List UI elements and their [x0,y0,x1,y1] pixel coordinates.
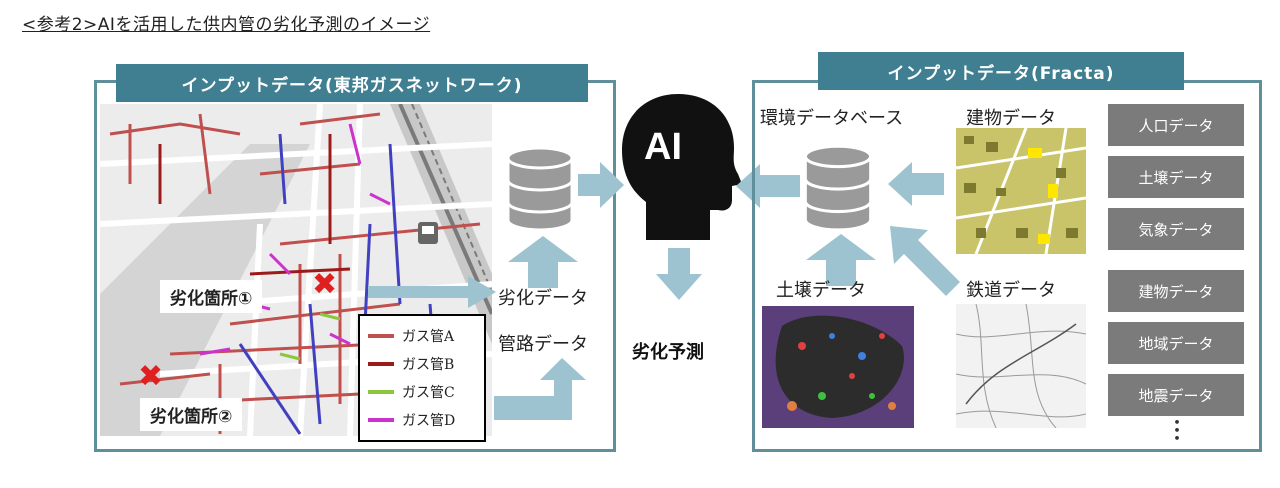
ai-label: AI [644,126,682,168]
damage-location-2-label: 劣化箇所② [140,398,243,431]
prediction-label: 劣化予測 [632,342,704,363]
legend-swatch-a [368,334,394,338]
db-to-ai-arrow-icon [578,162,624,208]
railway-data-label: 鉄道データ [966,280,1056,301]
side-item-soil: 土壌データ [1108,156,1244,198]
building-map-graphic [956,128,1086,254]
railway-map-graphic [956,304,1086,428]
damage-location-2-cross-icon: ✖ [138,359,164,394]
legend-label: ガス管D [402,413,456,429]
legend-label: ガス管C [402,385,455,401]
side-item-population: 人口データ [1108,104,1244,146]
side-item-region: 地域データ [1108,322,1244,364]
ai-head-icon [622,94,742,240]
legend-swatch-d [368,418,394,422]
soil-data-thumbnail [762,306,914,428]
legend-item: ガス管D [368,406,476,434]
ai-down-arrow-icon [656,248,702,300]
building-to-db-arrow-icon [888,162,944,206]
legend-item: ガス管A [368,322,476,350]
railway-to-db-arrow-icon [890,226,960,296]
railway-data-thumbnail [956,304,1086,428]
side-item-weather: 気象データ [1108,208,1244,250]
legend-swatch-b [368,362,394,366]
side-item-building: 建物データ [1108,270,1244,312]
building-data-label: 建物データ [966,108,1056,129]
pipeline-data-label: 管路データ [498,334,588,355]
pipeline-arrow-icon [494,358,586,420]
left-panel-title: インプットデータ(東邦ガスネットワーク) [116,64,588,102]
env-database-icon [803,144,873,232]
up-to-db-arrow-icon [508,236,578,288]
degradation-arrow-icon [368,276,496,308]
env-db-label: 環境データベース [760,108,904,129]
right-panel-title: インプットデータ(Fracta) [818,52,1184,90]
damage-location-1-cross-icon: ✖ [312,267,338,302]
legend-label: ガス管A [402,329,455,345]
page-heading: <参考2>AIを活用した供内管の劣化予測のイメージ [22,15,431,35]
damage-location-1-label: 劣化箇所① [160,280,263,313]
soil-data-label: 土壌データ [776,280,866,301]
more-items-ellipsis: ・ ・ ・ [1168,413,1186,450]
legend-item: ガス管C [368,378,476,406]
left-database-icon [506,146,574,232]
side-item-earthquake: 地震データ [1108,374,1244,416]
legend-label: ガス管B [402,357,455,373]
legend-swatch-c [368,390,394,394]
soil-to-db-arrow-icon [806,234,876,286]
soil-map-graphic [762,306,914,428]
building-data-thumbnail [956,128,1086,254]
pipe-legend: ガス管A ガス管B ガス管C ガス管D [358,314,486,442]
legend-item: ガス管B [368,350,476,378]
degradation-data-label: 劣化データ [498,288,588,309]
